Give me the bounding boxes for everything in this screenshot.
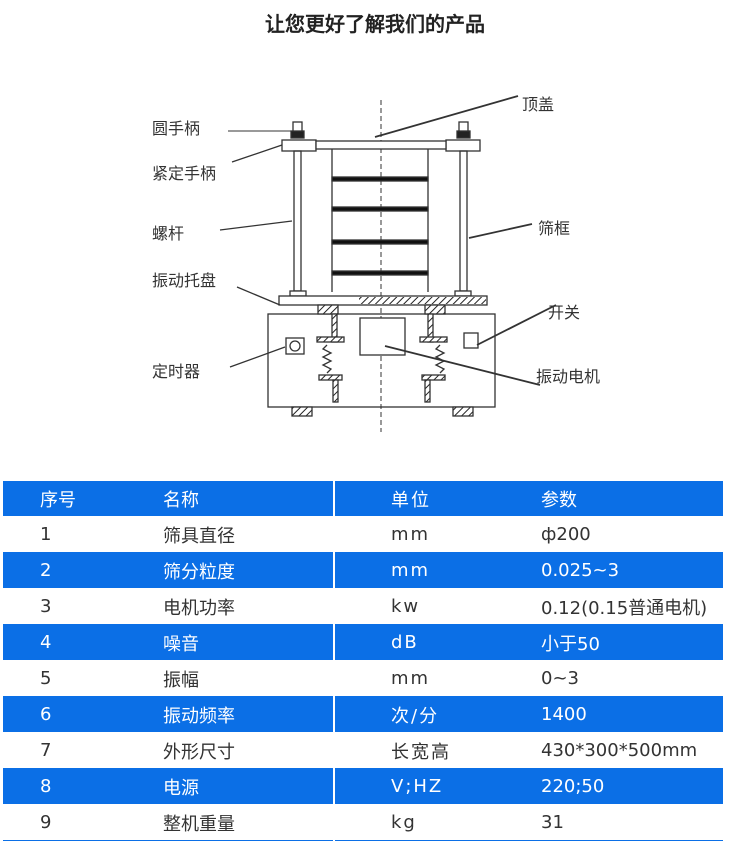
table-cell: mm — [334, 552, 541, 589]
label-top-cover: 顶盖 — [522, 95, 554, 114]
table-cell: 31 — [541, 804, 723, 841]
table-cell: 0.12(0.15普通电机) — [541, 588, 723, 625]
table-cell: kg — [334, 804, 541, 841]
table-cell: 小于50 — [541, 624, 723, 661]
table-cell: kw — [334, 588, 541, 625]
header-cell: 名称 — [163, 481, 335, 517]
label-tight-handle: 紧定手柄 — [152, 164, 216, 183]
table-header: 序号 名称 单位 参数 — [3, 481, 723, 517]
table-cell: dB — [334, 624, 541, 661]
sieve-shaker-diagram: 圆手柄 紧定手柄 螺杆 振动托盘 定时器 顶盖 筛框 开关 振动电机 — [152, 95, 600, 432]
label-timer: 定时器 — [152, 362, 200, 381]
table-cell: 次/分 — [334, 696, 541, 733]
table-cell: 5 — [3, 660, 163, 697]
table-cell: 噪音 — [163, 624, 335, 661]
table-cell: 筛具直径 — [163, 516, 335, 553]
label-switch: 开关 — [548, 303, 580, 322]
table-cell: 0~3 — [541, 660, 723, 697]
table-cell: 电源 — [163, 768, 335, 805]
table-cell: 1 — [3, 516, 163, 553]
table-cell: 4 — [3, 624, 163, 661]
table-cell: mm — [334, 516, 541, 553]
table-cell: 1400 — [541, 696, 723, 733]
label-tray: 振动托盘 — [152, 271, 216, 290]
header-cell: 单位 — [334, 481, 541, 517]
table-cell: 振动频率 — [163, 696, 335, 733]
table-cell: V;HZ — [334, 768, 541, 805]
table-cell: mm — [334, 660, 541, 697]
table-cell: 2 — [3, 552, 163, 589]
table-cell: 外形尺寸 — [163, 732, 335, 769]
table-cell: 整机重量 — [163, 804, 335, 841]
table-cell: ф200 — [541, 516, 723, 553]
table-cell: 9 — [3, 804, 163, 841]
table-cell: 电机功率 — [163, 588, 335, 625]
table-cell: 220;50 — [541, 768, 723, 805]
table-cell: 0.025~3 — [541, 552, 723, 589]
table-cell: 长宽高 — [334, 732, 541, 769]
label-sieve-frame: 筛框 — [538, 219, 570, 238]
table-cell: 430*300*500mm — [541, 732, 723, 769]
table-cell: 3 — [3, 588, 163, 625]
table-cell: 8 — [3, 768, 163, 805]
table-cell: 6 — [3, 696, 163, 733]
label-round-handle: 圆手柄 — [152, 119, 200, 138]
label-screw: 螺杆 — [152, 224, 184, 243]
page-title: 让您更好了解我们的产品 — [265, 12, 485, 36]
table-cell: 7 — [3, 732, 163, 769]
header-cell: 序号 — [3, 481, 163, 517]
table-cell: 筛分粒度 — [163, 552, 335, 589]
header-cell: 参数 — [541, 481, 723, 517]
label-motor: 振动电机 — [536, 367, 600, 386]
table-cell: 振幅 — [163, 660, 335, 697]
